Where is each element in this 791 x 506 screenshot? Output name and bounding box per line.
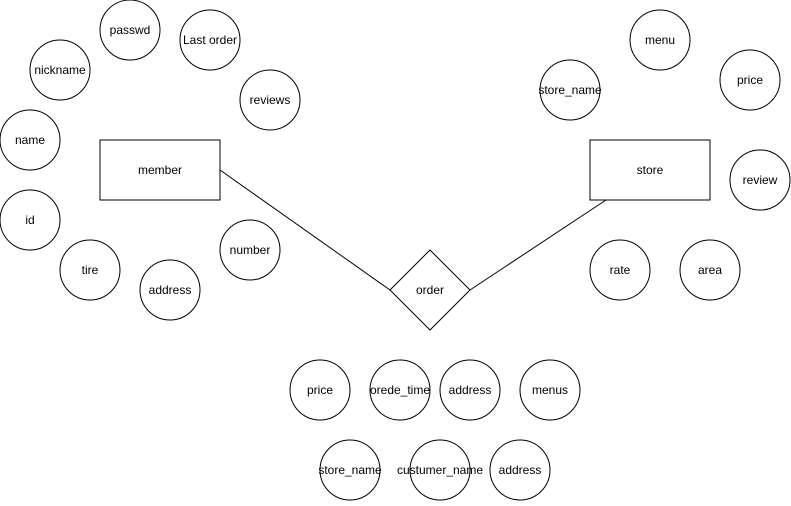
attribute-order-orede-time[interactable]: orede_time	[369, 359, 431, 421]
attribute-label: area	[698, 263, 722, 277]
attribute-label: name	[15, 133, 45, 147]
attribute-label: menu	[645, 33, 675, 47]
attribute-label: reviews	[250, 93, 291, 107]
attribute-member-number[interactable]: number	[219, 219, 281, 281]
connector-store-order	[469, 199, 607, 291]
attribute-label: id	[25, 213, 34, 227]
attribute-store-area[interactable]: area	[679, 239, 741, 301]
attribute-label: address	[449, 383, 492, 397]
attribute-store-price[interactable]: price	[719, 49, 781, 111]
attribute-member-id[interactable]: id	[0, 189, 61, 251]
attribute-order-address-2[interactable]: address	[489, 439, 551, 501]
attribute-label: menus	[532, 383, 568, 397]
attribute-order-store-name[interactable]: store_name	[318, 439, 382, 501]
relationship-order[interactable]: order	[389, 249, 471, 331]
attribute-label: tire	[82, 263, 99, 277]
attribute-label: custumer_name	[397, 463, 483, 477]
attribute-label: price	[307, 383, 333, 397]
attribute-label: passwd	[110, 23, 151, 37]
attribute-label: number	[230, 243, 271, 257]
attribute-member-passwd[interactable]: passwd	[99, 0, 161, 61]
entity-store-label: store	[637, 163, 664, 177]
entity-store[interactable]: store	[589, 139, 711, 201]
attribute-label: price	[737, 73, 763, 87]
attribute-label: Last order	[183, 33, 237, 47]
attribute-member-tire[interactable]: tire	[59, 239, 121, 301]
attribute-label: store_name	[318, 463, 382, 477]
attribute-order-menus[interactable]: menus	[519, 359, 581, 421]
attribute-order-address[interactable]: address	[439, 359, 501, 421]
attribute-label: orede_time	[370, 383, 430, 397]
attribute-label: store_name	[538, 83, 602, 97]
attribute-label: review	[743, 173, 778, 187]
attribute-label: address	[149, 283, 192, 297]
relationship-order-label: order	[416, 283, 444, 297]
attribute-store-rate[interactable]: rate	[589, 239, 651, 301]
attribute-label: nickname	[34, 63, 86, 77]
attribute-member-reviews[interactable]: reviews	[239, 69, 301, 131]
attribute-order-custumer-name[interactable]: custumer_name	[397, 439, 483, 501]
attribute-member-last-order[interactable]: Last order	[179, 9, 241, 71]
attribute-store-store-name[interactable]: store_name	[538, 59, 602, 121]
attribute-store-menu[interactable]: menu	[629, 9, 691, 71]
entity-member-label: member	[138, 163, 182, 177]
entity-member[interactable]: member	[99, 139, 221, 201]
attribute-member-name[interactable]: name	[0, 109, 61, 171]
attribute-member-nickname[interactable]: nickname	[29, 39, 91, 101]
attribute-member-address[interactable]: address	[139, 259, 201, 321]
attribute-label: rate	[610, 263, 631, 277]
attribute-store-review[interactable]: review	[729, 149, 791, 211]
connector-member-order	[219, 169, 391, 291]
attribute-order-price[interactable]: price	[289, 359, 351, 421]
attribute-label: address	[499, 463, 542, 477]
